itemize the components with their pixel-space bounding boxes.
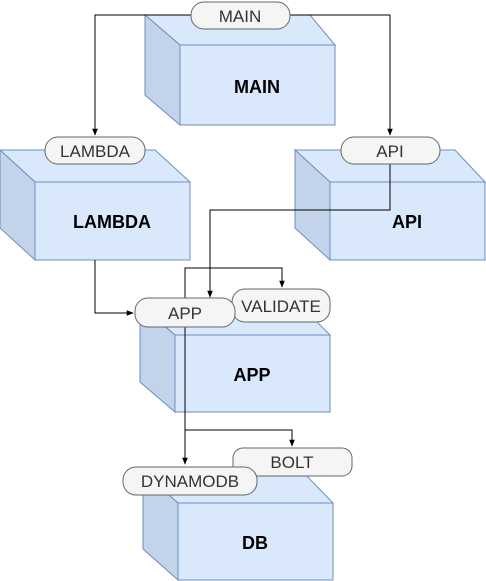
port-lambda-label: LAMBDA	[60, 142, 131, 161]
node-app-label: APP	[233, 365, 270, 385]
node-db-label: DB	[242, 533, 268, 553]
node-lambda-label: LAMBDA	[73, 212, 151, 232]
port-dynamodb[interactable]: DYNAMODB	[122, 466, 258, 496]
port-app[interactable]: APP	[134, 297, 236, 328]
node-api[interactable]: API	[293, 148, 486, 262]
port-api-label: API	[376, 142, 403, 161]
port-validate[interactable]: VALIDATE	[231, 288, 331, 323]
port-main[interactable]: MAIN	[190, 1, 291, 30]
port-dynamodb-label: DYNAMODB	[141, 472, 239, 491]
node-api-label: API	[392, 212, 422, 232]
node-lambda[interactable]: LAMBDA	[0, 149, 192, 262]
port-bolt[interactable]: BOLT	[232, 447, 353, 477]
port-bolt-label: BOLT	[270, 453, 313, 472]
port-app-label: APP	[168, 304, 202, 323]
port-api[interactable]: API	[340, 136, 441, 165]
port-lambda[interactable]: LAMBDA	[44, 136, 146, 165]
node-app[interactable]: APP	[138, 303, 332, 414]
edge-main-lambda[interactable]	[92, 14, 191, 136]
edge-lambda-app[interactable]	[94, 260, 134, 316]
edges	[92, 14, 393, 465]
node-main-label: MAIN	[234, 77, 280, 97]
port-validate-label: VALIDATE	[241, 297, 321, 316]
edge-app-bolt[interactable]	[185, 429, 295, 447]
edge-api-app[interactable]	[207, 164, 391, 298]
node-main[interactable]: MAIN	[143, 13, 337, 127]
port-main-label: MAIN	[219, 7, 262, 26]
edge-app-validate[interactable]	[184, 267, 285, 298]
edge-main-api[interactable]	[290, 14, 393, 136]
